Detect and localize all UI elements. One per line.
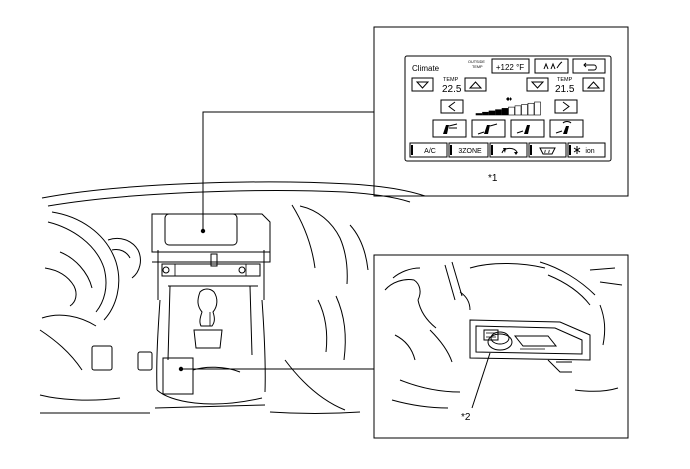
fan-increase-button[interactable]: [554, 99, 578, 114]
mode-face-button[interactable]: [432, 119, 467, 138]
airflow-mode-buttons: [432, 119, 584, 138]
remote-touch-knob: [487, 333, 513, 351]
face-vent-icon: [443, 123, 458, 134]
touch-pad: [513, 335, 558, 347]
mode-face-feet-button[interactable]: [471, 119, 506, 138]
leader-line-screen: [202, 111, 374, 230]
remote-touch-area: [162, 357, 194, 395]
face-feet-vent-icon: [477, 123, 498, 135]
bottom-button-row: A/C 3ZONE ion: [409, 142, 606, 158]
triangle-up-icon: [468, 81, 483, 89]
callout-label-1: *1: [488, 173, 498, 184]
right-temp-label: TEMP: [557, 77, 573, 83]
right-temp-up[interactable]: [582, 77, 605, 92]
triangle-up-icon: [586, 81, 601, 89]
fan-speed-bars: [475, 101, 541, 116]
outside-temp-box: [491, 58, 530, 74]
fan-speed-bar: [488, 110, 496, 116]
center-console: [154, 285, 266, 409]
chevron-right-icon: [562, 101, 570, 112]
ion-label: ion: [585, 148, 594, 155]
outside-temp-value: +122 °F: [496, 63, 524, 72]
callout-box-remote-touch: *2: [373, 254, 629, 439]
fan-speed-bar: [521, 104, 528, 116]
outside-temp-label: OUTSIDE: [468, 60, 485, 64]
3zone-button[interactable]: [448, 142, 489, 158]
feet-vent-icon: [516, 125, 530, 134]
ac-label: A/C: [424, 148, 436, 155]
fan-speed-bar: [501, 108, 509, 116]
ion-icon: [573, 146, 581, 154]
center-stack: [151, 213, 271, 300]
console-closeup-illustration: [384, 261, 623, 409]
outside-temp-label: TEMP: [472, 65, 483, 69]
mode-button[interactable]: [534, 58, 569, 74]
chevron-left-icon: [448, 101, 456, 112]
pedal: [91, 345, 113, 371]
back-button[interactable]: [572, 58, 606, 74]
left-temp-value: 22.5: [442, 84, 462, 95]
fan-speed-bar: [508, 106, 515, 116]
recirculation-icon: [501, 147, 518, 155]
fan-icon: [506, 97, 512, 101]
steering-wheel: [41, 211, 141, 327]
display-screen: [164, 213, 238, 246]
console-panel: [469, 319, 591, 361]
climate-screen: [404, 55, 612, 162]
fan-speed-bar: [475, 113, 483, 116]
dashboard-illustration: [39, 111, 426, 414]
triangle-down-icon: [415, 81, 430, 89]
fan-speed-bar: [495, 109, 502, 116]
right-temp-down[interactable]: [526, 77, 549, 92]
fan-decrease-button[interactable]: [440, 99, 464, 114]
callout-box-climate: Climate OUTSIDE TEMP +122 °F TEMP 22.5 T…: [373, 26, 629, 197]
callout-label-2: *2: [461, 412, 471, 423]
climate-title: Climate: [412, 64, 440, 73]
left-temp-down[interactable]: [411, 77, 434, 92]
fan-speed-bar: [534, 101, 541, 116]
recirculation-button[interactable]: [489, 142, 528, 158]
pedal: [137, 351, 153, 371]
right-temp-value: 21.5: [555, 84, 575, 95]
ion-button[interactable]: [567, 142, 606, 158]
return-arrow-icon: [583, 62, 597, 71]
fan-speed-bar: [514, 105, 522, 116]
leader-line-knob: [471, 352, 491, 409]
feet-defrost-icon: [555, 121, 572, 134]
fan-speed-bar: [482, 111, 489, 116]
rear-defrost-button[interactable]: [528, 142, 567, 158]
left-temp-up[interactable]: [464, 77, 487, 92]
rear-defroster-icon: [539, 147, 556, 155]
3zone-label: 3ZONE: [458, 148, 482, 155]
mode-feet-button[interactable]: [510, 119, 545, 138]
triangle-down-icon: [530, 81, 545, 89]
fan-speed-bar: [527, 102, 535, 116]
left-temp-label: TEMP: [443, 77, 459, 83]
ac-button[interactable]: [409, 142, 448, 158]
mode-feet-defrost-button[interactable]: [549, 119, 584, 138]
seat-airflow-icon: [543, 61, 563, 70]
